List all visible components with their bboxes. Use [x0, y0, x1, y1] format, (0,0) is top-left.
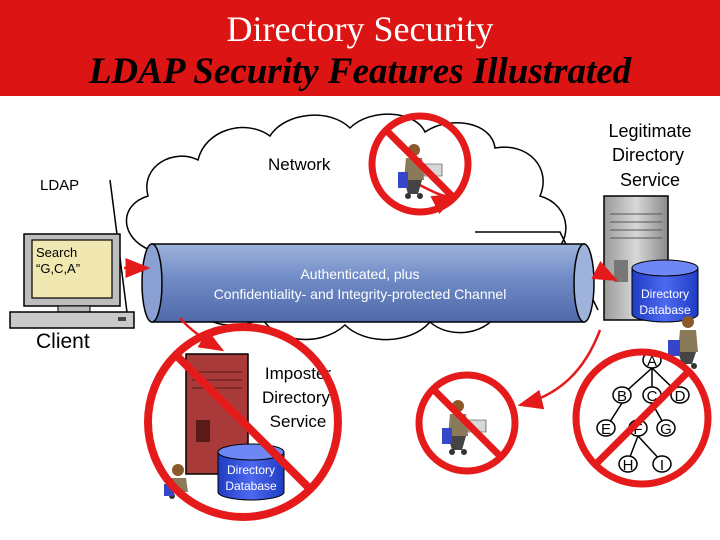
eavesdropper-top-person-icon [398, 144, 443, 199]
legit-label-line1: Legitimate [608, 121, 691, 141]
svg-text:G: G [660, 421, 672, 438]
legit-label-line3: Service [620, 170, 680, 190]
pipe-to-server-arrow [591, 260, 619, 282]
svg-text:D: D [675, 388, 686, 405]
svg-text:E: E [601, 421, 611, 438]
imposter-db-label-line2: Database [225, 479, 277, 493]
channel-label-line1: Authenticated, plus [300, 266, 419, 282]
tree-node-i: I [652, 455, 672, 474]
tamper-arrow [517, 329, 602, 410]
tree-node-e: E [596, 419, 616, 438]
imposter-label-line3: Service [270, 412, 327, 431]
no-symbol-icon-top [368, 112, 472, 216]
tree-node-b: B [612, 386, 632, 405]
svg-text:F: F [633, 421, 642, 438]
tree-node-h: H [618, 455, 638, 474]
admin-person-icon [668, 316, 698, 369]
svg-text:B: B [617, 388, 627, 405]
client-label: Client [36, 330, 90, 353]
legit-db-label-line1: Directory [641, 287, 689, 301]
protected-channel-pipe [141, 243, 595, 323]
imposter-db-label-line1: Directory [227, 463, 275, 477]
legit-label-line2: Directory [612, 145, 684, 165]
title-banner: Directory Security LDAP Security Feature… [0, 0, 720, 96]
network-label: Network [268, 155, 331, 174]
client-computer [9, 233, 135, 329]
channel-label-line2: Confidentiality- and Integrity-protected… [214, 286, 507, 302]
no-symbol-icon-imposter [144, 323, 342, 521]
svg-text:C: C [647, 388, 658, 405]
legit-database-icon [631, 259, 699, 323]
imposter-label-line1: Imposter [265, 364, 331, 383]
svg-text:I: I [660, 457, 664, 474]
ldap-label: LDAP [40, 177, 79, 194]
tree-node-g: G [656, 419, 676, 438]
tree-node-d: D [670, 386, 690, 405]
no-symbol-icon-bottom [415, 371, 519, 475]
slide-subtitle: LDAP Security Features Illustrated [88, 51, 632, 92]
svg-text:H: H [623, 457, 634, 474]
legit-db-label-line2: Database [639, 303, 691, 317]
search-label-line2: “G,C,A” [36, 261, 80, 276]
slide-title: Directory Security [226, 9, 494, 49]
search-label-line1: Search [36, 245, 77, 260]
imposter-label-line2: Directory [262, 388, 331, 407]
no-symbol-icon-tree [572, 348, 712, 488]
svg-text:A: A [647, 353, 657, 370]
